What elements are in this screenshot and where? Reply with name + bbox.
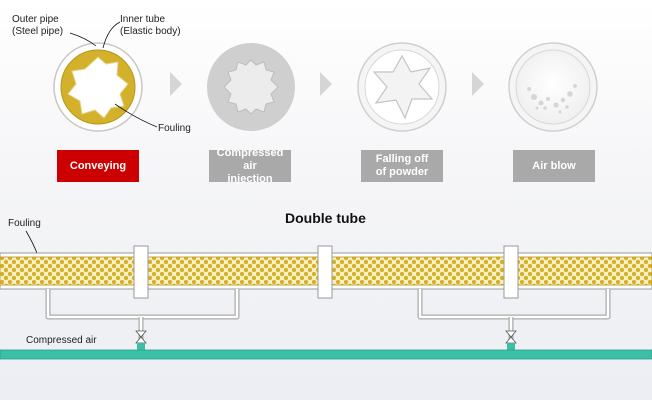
arrow-right-icon [472, 72, 484, 96]
outer-pipe-label: Outer pipe (Steel pipe) [12, 14, 64, 37]
cross-section-airblow [508, 42, 598, 132]
step-compressed-air-injection: Compressed air injection [209, 147, 291, 185]
step-arrows [170, 72, 484, 96]
inner-void [67, 56, 129, 119]
compressed-air-line [0, 349, 652, 360]
arrow-right-icon [170, 72, 182, 96]
arrow-right-icon [320, 72, 332, 96]
pipeline-fouling-label: Fouling [8, 218, 41, 229]
inner-tube-label: Inner tube (Elastic body) [120, 14, 181, 37]
leader-lines [69, 21, 158, 128]
compressed-air-label: Compressed air [26, 335, 97, 346]
step-air-blow: Air blow [513, 150, 595, 182]
fouling-label: Fouling [158, 123, 191, 134]
cross-section-conveying [53, 42, 143, 132]
cross-section-injection [207, 43, 295, 131]
flanges [133, 245, 519, 299]
pipeline-title: Double tube [285, 210, 366, 226]
valve-icon [135, 330, 517, 344]
step-conveying: Conveying [57, 150, 139, 182]
cross-section-falling [357, 42, 447, 132]
step-falling-off-of-powder: Falling off of powder [361, 150, 443, 182]
